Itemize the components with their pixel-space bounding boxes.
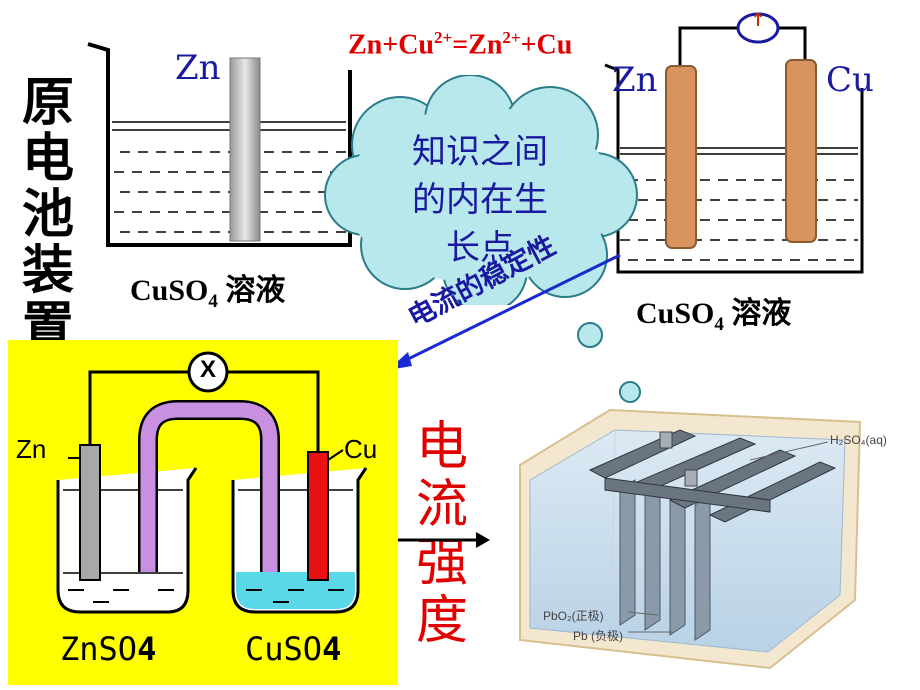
black-arrow [398, 532, 490, 548]
salt-bridge-diagram [56, 351, 368, 614]
current-intensity-label: 电 流 强 度 [412, 418, 472, 650]
bubble [577, 322, 603, 348]
right-zn-label: Zn [612, 60, 658, 100]
red-char: 度 [415, 591, 468, 651]
cloud-line: 知识之间 [412, 132, 548, 172]
red-char: 强 [415, 533, 468, 593]
galvanometer-label: X [199, 356, 216, 383]
ammeter-icon [736, 12, 780, 44]
zn-electrode [665, 65, 697, 249]
right-solution-label: CuSO4 溶液 [636, 297, 792, 335]
cu-electrode [785, 59, 817, 243]
sb-cu-label: Cu [344, 434, 378, 464]
left-solution-label: CuSO4 溶液 [130, 274, 286, 312]
thought-cloud [324, 75, 638, 305]
zn-rod [79, 444, 101, 581]
pbo2-label: PbO₂(正极) [543, 609, 604, 623]
ammeter-arrow: ↑ [750, 10, 766, 31]
right-cu-label: Cu [826, 60, 874, 100]
lead-acid-battery-illustration [519, 408, 862, 670]
reaction-equation: Zn+Cu2+=Zn2++Cu [348, 28, 573, 61]
right-beaker-diagram [604, 12, 864, 274]
zinc-rod [229, 57, 261, 242]
vertical-title: 原 电 池 装 置 [18, 75, 78, 355]
title-char: 原 [21, 72, 74, 133]
bubble [619, 381, 641, 403]
title-char: 池 [21, 184, 74, 245]
acid-label: H₂SO₄(aq) [830, 433, 887, 447]
title-char: 装 [21, 240, 74, 301]
cloud-line: 的内在生 [412, 180, 548, 220]
pb-label: Pb (负极) [573, 629, 624, 643]
znso4-label: ZnSO4 [60, 630, 157, 668]
cu-rod [307, 451, 329, 581]
salt-bridge [140, 402, 278, 572]
galvanometer-icon [187, 351, 229, 393]
title-char: 电 [21, 128, 74, 189]
cloud-line: 长点 [446, 228, 514, 268]
cloud-text: 知识之间 的内在生 长点 [370, 128, 590, 272]
sb-zn-label: Zn [16, 434, 47, 464]
red-char: 流 [415, 475, 468, 535]
left-zn-label: Zn [175, 48, 221, 88]
red-char: 电 [415, 417, 468, 477]
cuso4-label: CuSO4 [245, 630, 342, 668]
left-beaker-diagram [87, 42, 352, 247]
